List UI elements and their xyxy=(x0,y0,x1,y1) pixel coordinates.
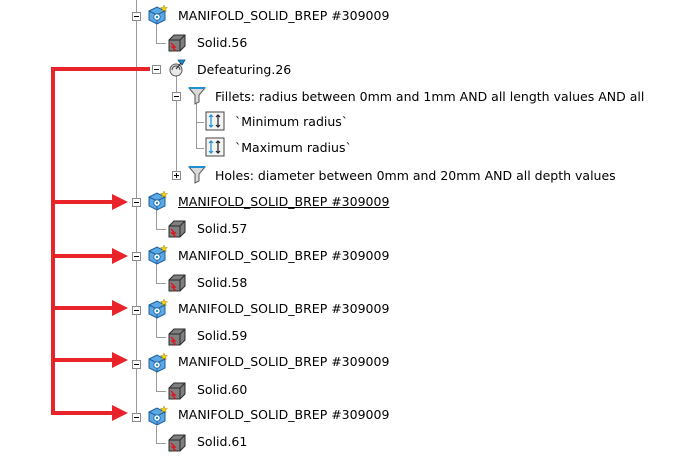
collapse-toggle[interactable] xyxy=(132,360,141,369)
filter-funnel-icon xyxy=(186,84,208,106)
tree-connector-line xyxy=(156,264,157,283)
tree-connector-line xyxy=(136,0,137,418)
tree-node-label: MANIFOLD_SOLID_BREP #309009 xyxy=(178,301,390,316)
brep-body-icon xyxy=(146,4,168,26)
collapse-toggle[interactable] xyxy=(132,198,141,207)
solid-cube-icon xyxy=(166,32,188,54)
tree-node-label: Solid.57 xyxy=(197,221,248,236)
solid-cube-icon xyxy=(166,432,188,454)
tree-connector-line xyxy=(156,43,166,44)
brep-body-icon xyxy=(146,190,168,212)
tree-node-label: Solid.60 xyxy=(197,382,248,397)
tree-node-label: Solid.61 xyxy=(197,434,248,449)
collapse-toggle[interactable] xyxy=(132,306,141,315)
collapse-toggle[interactable] xyxy=(132,12,141,21)
parameter-icon xyxy=(204,110,226,132)
tree-node-label: MANIFOLD_SOLID_BREP #309009 xyxy=(178,248,390,263)
tree-node-label: Solid.56 xyxy=(197,35,248,50)
tree-connector-line xyxy=(156,229,166,230)
collapse-toggle[interactable] xyxy=(132,252,141,261)
tree-connector-line xyxy=(156,426,157,443)
tree-connector-line xyxy=(196,104,197,148)
tree-node-label: `Maximum radius` xyxy=(235,140,352,155)
tree-node-label: `Minimum radius` xyxy=(235,114,349,129)
tree-connector-line xyxy=(176,76,177,176)
brep-body-icon xyxy=(146,352,168,374)
parameter-icon xyxy=(204,136,226,158)
tree-connector-line xyxy=(156,391,166,392)
collapse-toggle[interactable] xyxy=(152,65,161,74)
tree-node-label: Holes: diameter between 0mm and 20mm AND… xyxy=(215,168,616,183)
tree-connector-line xyxy=(196,148,204,149)
tree-node-label: MANIFOLD_SOLID_BREP #309009 xyxy=(178,8,390,23)
tree-node-label: Solid.58 xyxy=(197,275,248,290)
brep-body-icon xyxy=(146,244,168,266)
tree-node-label: MANIFOLD_SOLID_BREP #309009 xyxy=(178,194,390,209)
tree-node-label: MANIFOLD_SOLID_BREP #309009 xyxy=(178,407,390,422)
collapse-toggle[interactable] xyxy=(172,92,181,101)
tree-node-label: MANIFOLD_SOLID_BREP #309009 xyxy=(178,354,390,369)
collapse-toggle[interactable] xyxy=(132,413,141,422)
solid-cube-icon xyxy=(166,218,188,240)
brep-body-icon xyxy=(146,405,168,427)
solid-cube-icon xyxy=(166,272,188,294)
solid-cube-icon xyxy=(166,380,188,402)
tree-connector-line xyxy=(156,443,166,444)
tree-node-label: Fillets: radius between 0mm and 1mm AND … xyxy=(215,89,645,104)
tree-connector-line xyxy=(156,283,166,284)
brep-body-icon xyxy=(146,298,168,320)
solid-cube-icon xyxy=(166,326,188,348)
filter-funnel-icon xyxy=(186,163,208,185)
tree-node-label: Solid.59 xyxy=(197,328,248,343)
tree-connector-line xyxy=(156,210,157,229)
tree-connector-line xyxy=(156,318,157,337)
tree-node-label: Defeaturing.26 xyxy=(197,62,292,77)
expand-toggle[interactable] xyxy=(172,171,181,180)
tree-connector-line xyxy=(196,122,204,123)
tree-connector-line xyxy=(156,372,157,391)
tree-connector-line xyxy=(156,337,166,338)
defeaturing-icon xyxy=(166,57,188,79)
tree-connector-line xyxy=(156,24,157,43)
